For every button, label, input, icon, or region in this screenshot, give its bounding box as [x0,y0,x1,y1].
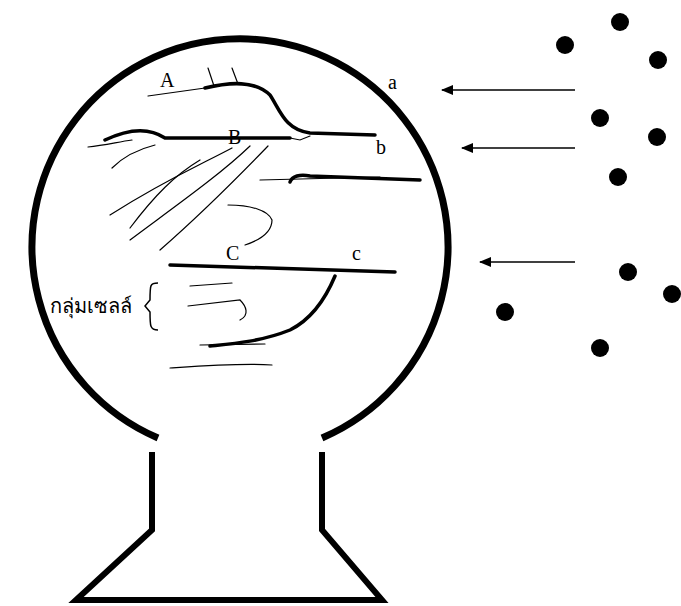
hypha-label: C [226,243,239,263]
hypha-label: b [376,137,386,157]
bracket [145,283,158,330]
arrows [442,90,575,262]
hypha-label: a [388,72,397,92]
hyphae-thick [105,84,420,346]
flask-stand [76,452,382,600]
cell-group-label: กลุ่มเซลล์ [50,296,132,316]
hypha-label: B [228,127,241,147]
hyphae-thin [88,68,380,368]
hypha-label: A [160,70,174,90]
particles [496,13,681,357]
flask-bulb [32,39,448,438]
hypha-label: c [352,243,361,263]
